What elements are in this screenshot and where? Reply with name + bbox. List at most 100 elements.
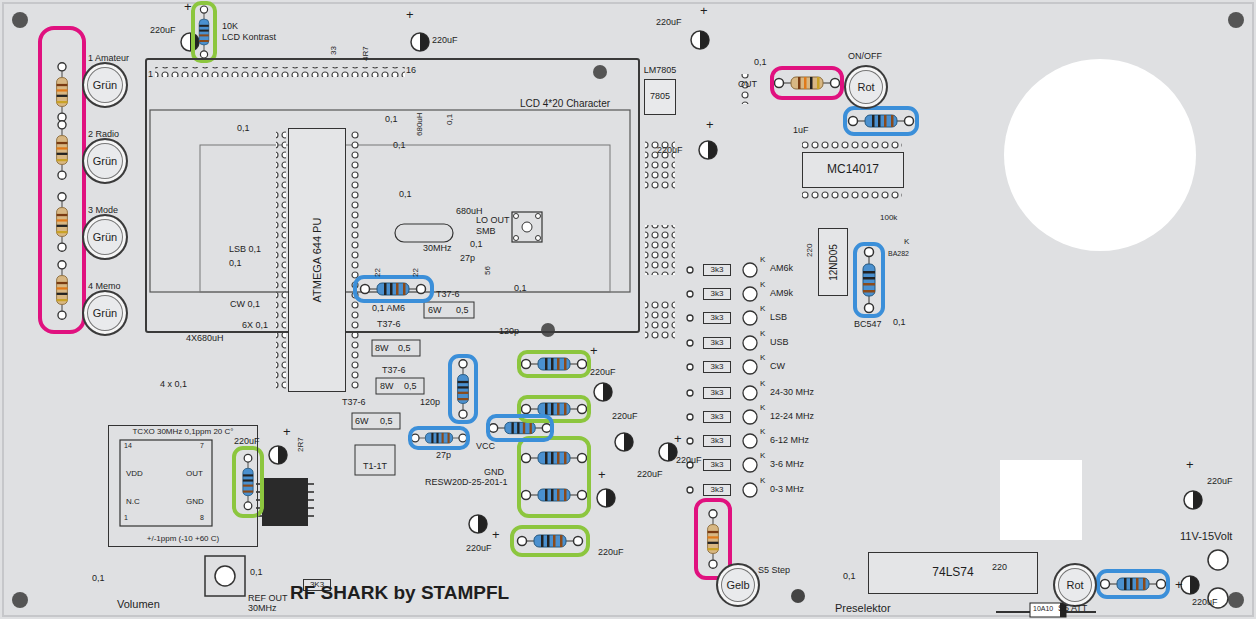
silkscreen-label: 0,1 [237,124,250,134]
silkscreen-label: + [706,118,714,132]
silkscreen-label: BC547 [854,320,882,330]
component-label: 3k3 [711,413,724,422]
silkscreen-label: LSB 0,1 [229,245,261,255]
silkscreen-label: 6W [355,417,369,427]
component-label: Rot [1066,579,1083,591]
silkscreen-label: 27p [436,451,451,461]
component-label: 3k3 [711,339,724,348]
silkscreen-label: GND [186,498,204,507]
push-button: Grün [82,214,128,260]
silkscreen-label: 0,1 [399,190,412,200]
silkscreen-label: 6X 0,1 [242,321,268,331]
silkscreen-label: 11V-15Volt [1180,530,1232,542]
silkscreen-label: + [184,0,192,14]
silkscreen-label: 33 [330,46,339,55]
silkscreen-label: SMB [476,227,496,237]
silkscreen-label: + [492,528,500,542]
component-label: ATMEGA 644 PU [311,218,323,303]
silkscreen-label: OUT [738,80,757,90]
silkscreen-label: 22 [412,268,421,277]
silkscreen-label: K [760,404,765,413]
silkscreen-label: 0,1 [250,568,263,578]
silkscreen-label: 220uF [657,146,683,156]
silkscreen-label: 4 Memo [88,282,121,292]
silkscreen-label: 3-6 MHz [770,460,804,470]
silkscreen-label: + [1175,578,1183,592]
silkscreen-label: 8W [380,382,394,392]
silkscreen-label: 220uF [676,456,702,466]
silkscreen-label: 56 [484,266,493,275]
component-label: LM7805 [644,66,677,76]
silkscreen-label: Preselektor [835,602,891,614]
push-button: Rot [1053,563,1097,607]
component-label: Grün [93,155,117,167]
component-label: 3k3 [711,461,724,470]
silkscreen-label: 4 x 0,1 [160,380,187,390]
component-label: Grün [93,231,117,243]
silkscreen-label: 0,1 [92,574,105,584]
silkscreen-label: K [760,380,765,389]
silkscreen-label: 2 Radio [88,130,119,140]
component-label: 74LS74 [932,566,973,579]
silkscreen-label: RESW20D-25-201-1 [425,478,508,488]
silkscreen-label: 30MHz [248,604,277,614]
component-label: LCD 4*20 Character [520,98,610,109]
silkscreen-label: 1 [124,514,128,522]
silkscreen-label: K [904,238,909,247]
silkscreen-label: 1 Amateur [88,54,129,64]
silkscreen-label: 0,1 [446,114,455,125]
ic-chip: MC14017 [802,152,904,188]
component-label: Rot [857,81,874,93]
silkscreen-label: 0-3 MHz [770,485,804,495]
silkscreen-label: 8 [200,514,204,522]
silkscreen-label: 0,1 [393,141,406,151]
silkscreen-label: 220uF [637,470,663,480]
silkscreen-label: VDD [126,470,143,479]
silkscreen-label: K [760,305,765,314]
lcd-outline: LCD 4*20 Character [145,58,640,333]
silkscreen-label: VCC [476,442,495,452]
silkscreen-label: T1-1T [363,462,387,472]
silkscreen-label: 220uF [150,26,176,36]
silkscreen-label: S6 ATT [1058,604,1087,614]
component-label: MC14017 [827,163,879,176]
component-label: 3k3 [711,290,724,299]
silkscreen-label: 12-24 MHz [770,412,814,422]
silkscreen-label: ON/OFF [848,52,882,62]
silkscreen-label: Volumen [117,598,160,610]
silkscreen-label: 0,1 [470,240,483,250]
push-button: Rot [844,65,888,109]
resistor-footprint: 3k3 [703,435,731,447]
component-label: +/-1ppm (-10 +60 C) [147,535,219,544]
silkscreen-label: 27p [460,254,475,264]
silkscreen-label: T37-6 [382,366,406,376]
silkscreen-label: + [590,344,598,358]
silkscreen-label: 3 Mode [88,206,118,216]
silkscreen-label: 220uF [612,412,638,422]
silkscreen-label: K [760,330,765,339]
silkscreen-label: 680uH [416,112,425,136]
silkscreen-label: T37-6 [377,320,401,330]
silkscreen-label: 7 [200,442,204,450]
silkscreen-label: 220uF [234,437,260,447]
silkscreen-label: + [674,432,682,446]
component-label: 3k3 [711,486,724,495]
resistor-footprint: 3k3 [703,312,731,324]
component-label: 3k3 [711,363,724,372]
silkscreen-label: 220uF [1207,477,1233,487]
silkscreen-label: + [1186,458,1194,472]
silkscreen-label: REF OUT [248,594,288,604]
silkscreen-label: 0,1 AM6 [372,304,405,314]
silkscreen-label: 8W [375,344,389,354]
silkscreen-label: 16 [406,66,416,76]
resistor-footprint: 3k3 [703,411,731,423]
resistor-footprint: 3k3 [703,459,731,471]
silkscreen-label: 0,1 [754,58,767,68]
silkscreen-label: 0,1 [843,572,856,582]
silkscreen-label: K [760,428,765,437]
silkscreen-label: 220uF [590,368,616,378]
component-label: 3k3 [711,437,724,446]
silkscreen-label: K [760,281,765,290]
component-label: 3k3 [711,266,724,275]
silkscreen-label: 4X680uH [186,334,224,344]
